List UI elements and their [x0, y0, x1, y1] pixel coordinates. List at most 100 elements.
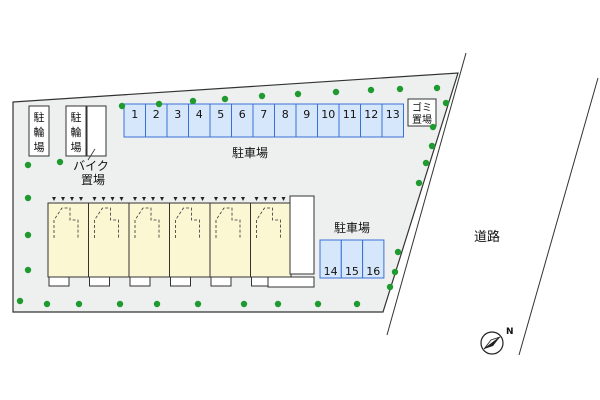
bicycle-parking-left-char-2: 輪 — [34, 125, 45, 139]
window-marker — [70, 197, 74, 201]
tree-icon — [422, 159, 430, 167]
tree-icon — [155, 100, 163, 108]
garbage-label-1: ゴミ — [412, 101, 432, 114]
tree-icon — [433, 84, 441, 92]
parking-spot-13 — [381, 103, 404, 138]
parking-spot-number: 4 — [196, 108, 203, 121]
window-marker — [200, 197, 205, 201]
tree-icon — [116, 300, 124, 308]
bike-parking-label-2: 置場 — [81, 173, 105, 187]
window-marker — [281, 197, 286, 201]
bicycle-parking-mid — [65, 105, 87, 157]
window-marker — [92, 197, 97, 201]
unit-entry — [170, 276, 191, 287]
bicycle-parking-mid-char-1: 駐 — [71, 110, 82, 124]
parking-top-label: 駐車場 — [232, 145, 268, 160]
tree-icon — [16, 297, 24, 305]
parking-spot-number: 11 — [343, 108, 357, 121]
window-marker — [272, 197, 277, 201]
tree-icon — [429, 123, 437, 131]
parking-spot-number: 8 — [282, 108, 289, 121]
window-marker — [52, 197, 56, 201]
tree-icon — [314, 300, 322, 308]
parking-spot-number: 9 — [303, 108, 310, 121]
bike-rack — [86, 105, 107, 157]
unit — [250, 202, 292, 278]
tree-icon — [153, 300, 161, 308]
unit-interior — [256, 207, 281, 238]
bike-leader-line — [87, 148, 96, 161]
unit-entry — [210, 276, 232, 287]
parking-spot-number: 16 — [366, 265, 380, 278]
parking-spot-number: 3 — [174, 108, 181, 121]
road-label: 道路 — [474, 229, 500, 245]
bike-parking-label-1: バイク — [73, 159, 109, 173]
window-marker — [223, 197, 227, 201]
stair-landing — [267, 276, 315, 288]
parking-spot-number: 7 — [260, 108, 267, 121]
garbage-label-2: 置場 — [412, 113, 432, 126]
window-marker — [263, 197, 268, 201]
tree-icon — [391, 268, 399, 276]
tree-icon — [75, 300, 83, 308]
tree-icon — [294, 90, 302, 98]
garbage-area — [407, 98, 437, 127]
tree-icon — [367, 86, 375, 94]
tree-icon — [118, 102, 126, 110]
tree-icon — [396, 85, 404, 93]
tree-icon — [24, 266, 32, 274]
tree-icon — [194, 300, 202, 308]
tree-icon — [24, 161, 32, 169]
north-arrow-icon: N — [480, 327, 514, 355]
tree-icon — [43, 300, 51, 308]
window-marker — [61, 197, 65, 201]
svg-text:N: N — [506, 327, 514, 337]
parking-spot-number: 13 — [386, 108, 400, 121]
building — [47, 195, 315, 288]
window-marker — [241, 197, 245, 201]
trees — [16, 84, 450, 308]
window-marker — [119, 197, 124, 201]
parking-spot-number: 5 — [217, 108, 224, 121]
parking-spot-number: 12 — [364, 108, 378, 121]
tree-icon — [24, 194, 32, 202]
window-marker — [79, 197, 83, 201]
tree-icon — [386, 283, 394, 291]
window-marker — [133, 197, 137, 201]
window-marker — [254, 197, 259, 201]
tree-icon — [56, 158, 64, 166]
parking-spot-16 — [362, 239, 385, 279]
window-marker — [110, 197, 115, 201]
parking-spot-number: 10 — [321, 108, 335, 121]
road-edge-left — [386, 52, 467, 336]
bicycle-parking-mid-char-2: 輪 — [71, 125, 82, 139]
tree-icon — [24, 231, 32, 239]
tree-icon — [394, 248, 402, 256]
road-edge-right — [518, 77, 599, 356]
bicycle-parking-mid-char-3: 場 — [71, 141, 82, 154]
window-marker — [151, 197, 155, 201]
parking-spot-number: 1 — [131, 108, 138, 121]
parking-spot-number: 2 — [153, 108, 160, 121]
parking-spot-number: 6 — [239, 108, 246, 121]
tree-icon — [258, 92, 266, 100]
unit-entry — [89, 276, 110, 287]
unit-interior — [134, 207, 160, 238]
unit-interior — [53, 207, 79, 238]
tree-icon — [332, 88, 340, 96]
bicycle-parking-left — [28, 105, 50, 157]
tree-icon — [428, 142, 436, 150]
window-marker — [232, 197, 236, 201]
bicycle-parking-left-char-3: 場 — [34, 141, 45, 154]
unit-entry — [129, 276, 151, 287]
unit — [88, 202, 130, 278]
unit — [128, 202, 170, 278]
stair-tower — [289, 195, 315, 275]
unit-entry — [48, 276, 70, 287]
window-marker — [214, 197, 218, 201]
tree-icon — [240, 300, 248, 308]
window-marker — [142, 197, 146, 201]
unit — [209, 202, 251, 278]
